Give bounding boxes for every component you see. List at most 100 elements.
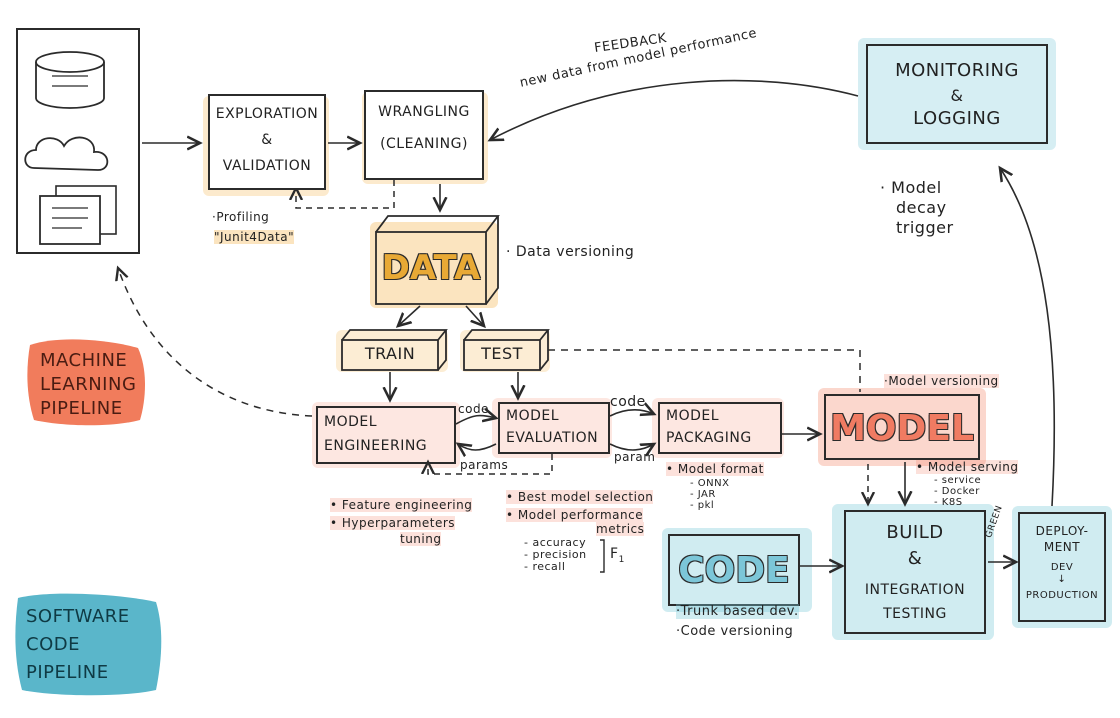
deployment-line1: DEPLOY-: [1035, 524, 1089, 538]
model-engineering-line2: ENGINEERING: [324, 438, 428, 454]
test-label: TEST: [481, 344, 523, 363]
packaging-glow: [652, 398, 784, 458]
deployment-line4: ↓: [1057, 574, 1067, 585]
ml-pipeline-label-line2: LEARNING: [40, 374, 137, 395]
model-label: MODEL: [830, 408, 974, 449]
trunk-based-note: ·Trunk based dev.: [676, 604, 799, 619]
data-sources-panel: [16, 28, 140, 254]
model-engineering-line1: MODEL: [324, 414, 378, 430]
data-label: DATA: [381, 248, 481, 288]
build-glow: [832, 504, 994, 640]
evaluation-to-engineering-dashed-arrow: [428, 454, 553, 475]
serving-docker: - Docker: [934, 486, 980, 497]
f1-score-label: F1: [610, 546, 625, 565]
code-label: CODE: [678, 550, 790, 591]
profiling-note: ·Profiling: [212, 210, 270, 224]
train-label: TRAIN: [364, 344, 416, 363]
data-to-test-arrow: [465, 305, 484, 326]
data-to-train-arrow: [398, 305, 421, 326]
model-evaluation-line2: EVALUATION: [506, 430, 599, 446]
model-evaluation-box: MODEL EVALUATION: [498, 402, 610, 454]
metric-precision: - precision: [524, 548, 587, 561]
model-versioning-note: ·Model versioning: [884, 374, 999, 388]
model-engineering-box: MODEL ENGINEERING: [316, 406, 456, 464]
code-versioning-note: ·Code versioning: [676, 624, 794, 639]
params-arrow-label: params: [460, 458, 509, 472]
monitoring-logging-box: MONITORING & LOGGING: [866, 44, 1048, 144]
engineering-glow: [312, 402, 460, 468]
code-pipeline-label-line3: PIPELINE: [26, 662, 109, 683]
metrics-bracket: [600, 539, 605, 573]
build-line3: INTEGRATION: [864, 582, 966, 598]
best-model-note: • Best model selection: [506, 490, 654, 504]
engineering-to-sources-dashed-arrow: [118, 268, 313, 417]
deploy-glow: [1012, 506, 1112, 628]
documents-icon: [39, 185, 117, 245]
deployment-line5: PRODUCTION: [1025, 590, 1099, 601]
wrangling-to-exploration-dashed-arrow: [296, 180, 395, 209]
wrangling-box: WRANGLING (CLEANING): [364, 90, 484, 180]
exploration-line3: VALIDATION: [222, 158, 312, 174]
build-line4: TESTING: [883, 606, 947, 622]
data-versioning-note: · Data versioning: [506, 244, 635, 260]
deployment-line2: MENT: [1043, 540, 1081, 554]
code-label-blob: [15, 593, 162, 696]
cloud-icon: [24, 136, 109, 171]
build-line2: &: [907, 548, 923, 569]
build-line1: BUILD: [886, 522, 944, 543]
ml-pipeline-label-line3: PIPELINE: [40, 398, 123, 419]
feedback-arrow: [490, 79, 859, 140]
engineering-to-evaluation-code-arrow: [455, 416, 496, 425]
evaluation-glow: [492, 398, 612, 458]
model-box: MODEL: [824, 394, 980, 460]
wrangling-line2: (CLEANING): [380, 136, 468, 152]
metric-accuracy: - accuracy: [524, 536, 587, 549]
code-box: CODE: [668, 534, 800, 606]
model-decay-line3: trigger: [896, 218, 954, 237]
code-pipeline-label-line1: SOFTWARE: [26, 606, 130, 627]
wrangling-line1: WRANGLING: [378, 104, 470, 120]
model-decay-line1: · Model: [880, 178, 942, 197]
junit-note: "Junit4Data": [214, 230, 295, 244]
f1-subscript: 1: [618, 554, 625, 565]
code-arrow-label-left: code: [458, 402, 489, 416]
param-arrow-label: param: [614, 450, 656, 464]
train-box-3d: [341, 329, 448, 371]
code-glow: [662, 528, 812, 612]
deployment-box: DEPLOY- MENT DEV ↓ PRODUCTION: [1018, 512, 1106, 622]
exploration-line1: EXPLORATION: [215, 106, 319, 122]
test-to-build-dashed-line: [548, 349, 861, 392]
f1-letter: F: [610, 546, 619, 562]
format-jar: - JAR: [690, 489, 716, 500]
evaluation-to-packaging-code-arrow: [609, 410, 654, 417]
exploration-line2: &: [261, 132, 273, 148]
format-pkl: - pkl: [690, 500, 715, 511]
hyperparameters-note: • Hyperparameters: [330, 516, 456, 530]
model-packaging-box: MODEL PACKAGING: [658, 402, 782, 454]
ml-label-blob: [27, 339, 146, 426]
deployment-to-monitoring-arrow: [1000, 168, 1056, 507]
model-evaluation-line1: MODEL: [506, 408, 560, 424]
monitoring-line3: LOGGING: [913, 108, 1001, 129]
model-packaging-line2: PACKAGING: [666, 430, 752, 446]
data-glow: [370, 222, 498, 308]
code-pipeline-label-line2: CODE: [26, 634, 80, 655]
ml-pipeline-label-line1: MACHINE: [40, 350, 128, 371]
evaluation-to-packaging-param-arrow: [609, 444, 654, 450]
monitoring-line2: &: [950, 86, 964, 105]
model-glow: [818, 388, 986, 466]
model-format-note: • Model format: [666, 462, 764, 476]
data-cube: [375, 215, 500, 305]
model-packaging-line1: MODEL: [666, 408, 720, 424]
build-integration-box: BUILD & INTEGRATION TESTING: [844, 510, 986, 634]
metric-recall: - recall: [524, 560, 566, 573]
format-onnx: - ONNX: [690, 478, 730, 489]
feature-engineering-note: • Feature engineering: [330, 498, 473, 512]
metrics-note: metrics: [596, 522, 645, 536]
model-decay-line2: decay: [896, 198, 947, 217]
serving-service: - service: [934, 475, 982, 486]
model-serving-note: • Model serving: [916, 460, 1019, 474]
serving-k8s: - K8S: [934, 497, 963, 508]
monitoring-glow: [858, 38, 1056, 150]
